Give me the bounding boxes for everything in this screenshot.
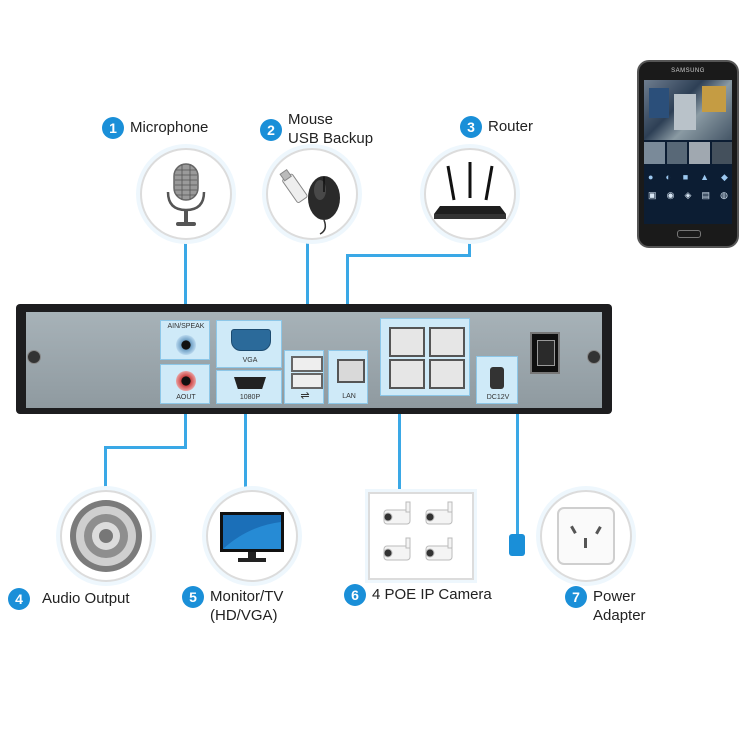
power-plug [509, 534, 525, 556]
poe-jack-1 [389, 327, 425, 357]
usb-slot-1 [291, 356, 323, 372]
lan-jack-icon [337, 359, 365, 383]
label-mouse-usb: 2 Mouse USB Backup [260, 110, 373, 148]
router-icon [434, 162, 506, 219]
dc-label: DC12V [486, 394, 510, 401]
camera-box [368, 492, 474, 580]
screw-left [27, 350, 41, 364]
lan-port: LAN [328, 350, 368, 404]
step-number-3: 3 [460, 116, 482, 138]
phone-screen: ● ◐ ■ ▲ ◆ ▣ ◉ ◈ ▤ ◍ [644, 80, 732, 224]
label-usb-backup-text: USB Backup [288, 130, 374, 147]
phone-brand: SAMSUNG [671, 68, 705, 74]
microphone-circle [140, 148, 232, 240]
router-circle [424, 148, 516, 240]
label-microphone: 1 Microphone [102, 117, 209, 139]
label-monitor: 5 Monitor/TV (HD/VGA) [182, 586, 284, 625]
ain-jack-icon [176, 335, 196, 355]
poe-jack-2 [429, 327, 465, 357]
phone-icon-c: ■ [682, 172, 689, 182]
power-outlet-circle [540, 490, 632, 582]
wire-monitor [244, 404, 247, 494]
label-audio-output-text: Audio Output [42, 590, 130, 607]
usb-ports: ⇌ [284, 350, 324, 404]
wire-audio-h [104, 446, 187, 449]
phone-home-button [677, 230, 701, 238]
label-router: 3 Router [460, 116, 534, 138]
phone-icon-a: ● [648, 172, 654, 182]
monitor-circle [206, 490, 298, 582]
monitor-icon [220, 512, 284, 562]
label-microphone-text: Microphone [130, 119, 209, 136]
wire-router-v [468, 232, 471, 256]
mouse-icon [279, 168, 340, 235]
poe-jack-4 [429, 359, 465, 389]
label-power-adapter: 7 Power Adapter [565, 586, 646, 625]
ain-speak-port: AIN/SPEAK [160, 320, 210, 360]
label-mouse-text: Mouse [288, 111, 334, 128]
label-hd-vga-text: (HD/VGA) [210, 607, 278, 624]
wire-usb [306, 232, 309, 350]
wire-router-h [346, 254, 471, 257]
audio-output-circle [60, 490, 152, 582]
dc-power-port: DC12V [476, 356, 518, 404]
phone-icon-f: ▣ [648, 190, 657, 200]
wire-microphone [184, 232, 187, 320]
vga-connector-icon [231, 329, 271, 351]
label-audio-output: 4 Audio Output [8, 588, 130, 610]
power-switch [530, 332, 560, 374]
phone-icon-j: ◍ [720, 190, 728, 200]
wire-audio-v [184, 396, 187, 448]
hdmi-label: 1080P [239, 394, 261, 401]
smartphone: SAMSUNG ● ◐ ■ ▲ ◆ ▣ ◉ ◈ ▤ ◍ [637, 60, 739, 248]
vga-port: VGA [216, 320, 282, 368]
step-number-7: 7 [565, 586, 587, 608]
phone-icon-b: ◐ [665, 172, 671, 182]
step-number-4: 4 [8, 588, 30, 610]
label-poe-camera-text: 4 POE IP Camera [372, 586, 492, 603]
label-adapter-text: Adapter [593, 607, 646, 624]
phone-icon-g: ◉ [666, 190, 675, 200]
lan-label: LAN [342, 393, 356, 400]
microphone-icon [166, 163, 206, 226]
phone-icon-h: ◈ [684, 190, 692, 200]
screw-right [587, 350, 601, 364]
label-monitor-text: Monitor/TV [210, 588, 284, 605]
aout-label: AOUT [176, 394, 196, 401]
phone-icon-e: ◆ [721, 172, 728, 182]
poe-jack-3 [389, 359, 425, 389]
wire-audio-v2 [104, 446, 107, 490]
hdmi-port: 1080P [216, 370, 282, 404]
wire-camera [398, 396, 401, 492]
aout-port: AOUT [160, 364, 210, 404]
phone-icon-i: ▤ [701, 190, 711, 200]
speaker-icon [70, 500, 142, 572]
power-switch-rocker [537, 340, 555, 366]
step-number-2: 2 [260, 119, 282, 141]
mouse-usb-circle [266, 148, 358, 240]
wire-router-v2 [346, 254, 349, 350]
dc-jack-icon [490, 367, 504, 389]
poe-ports [380, 318, 470, 396]
ip-camera-icon [383, 501, 453, 561]
step-number-5: 5 [182, 586, 204, 608]
step-number-6: 6 [344, 584, 366, 606]
usb-slot-2 [291, 373, 323, 389]
power-outlet-icon [557, 507, 615, 565]
label-power-text: Power [593, 588, 636, 605]
aout-jack-icon [176, 371, 196, 391]
phone-icon-d: ▲ [700, 172, 710, 182]
label-router-text: Router [488, 118, 534, 135]
vga-label: VGA [242, 357, 258, 364]
hdmi-connector-icon [234, 377, 266, 389]
ain-label: AIN/SPEAK [167, 323, 205, 330]
usb-symbol-icon: ⇌ [300, 390, 310, 402]
label-poe-camera: 6 4 POE IP Camera [344, 584, 492, 606]
wire-power [516, 392, 519, 534]
step-number-1: 1 [102, 117, 124, 139]
